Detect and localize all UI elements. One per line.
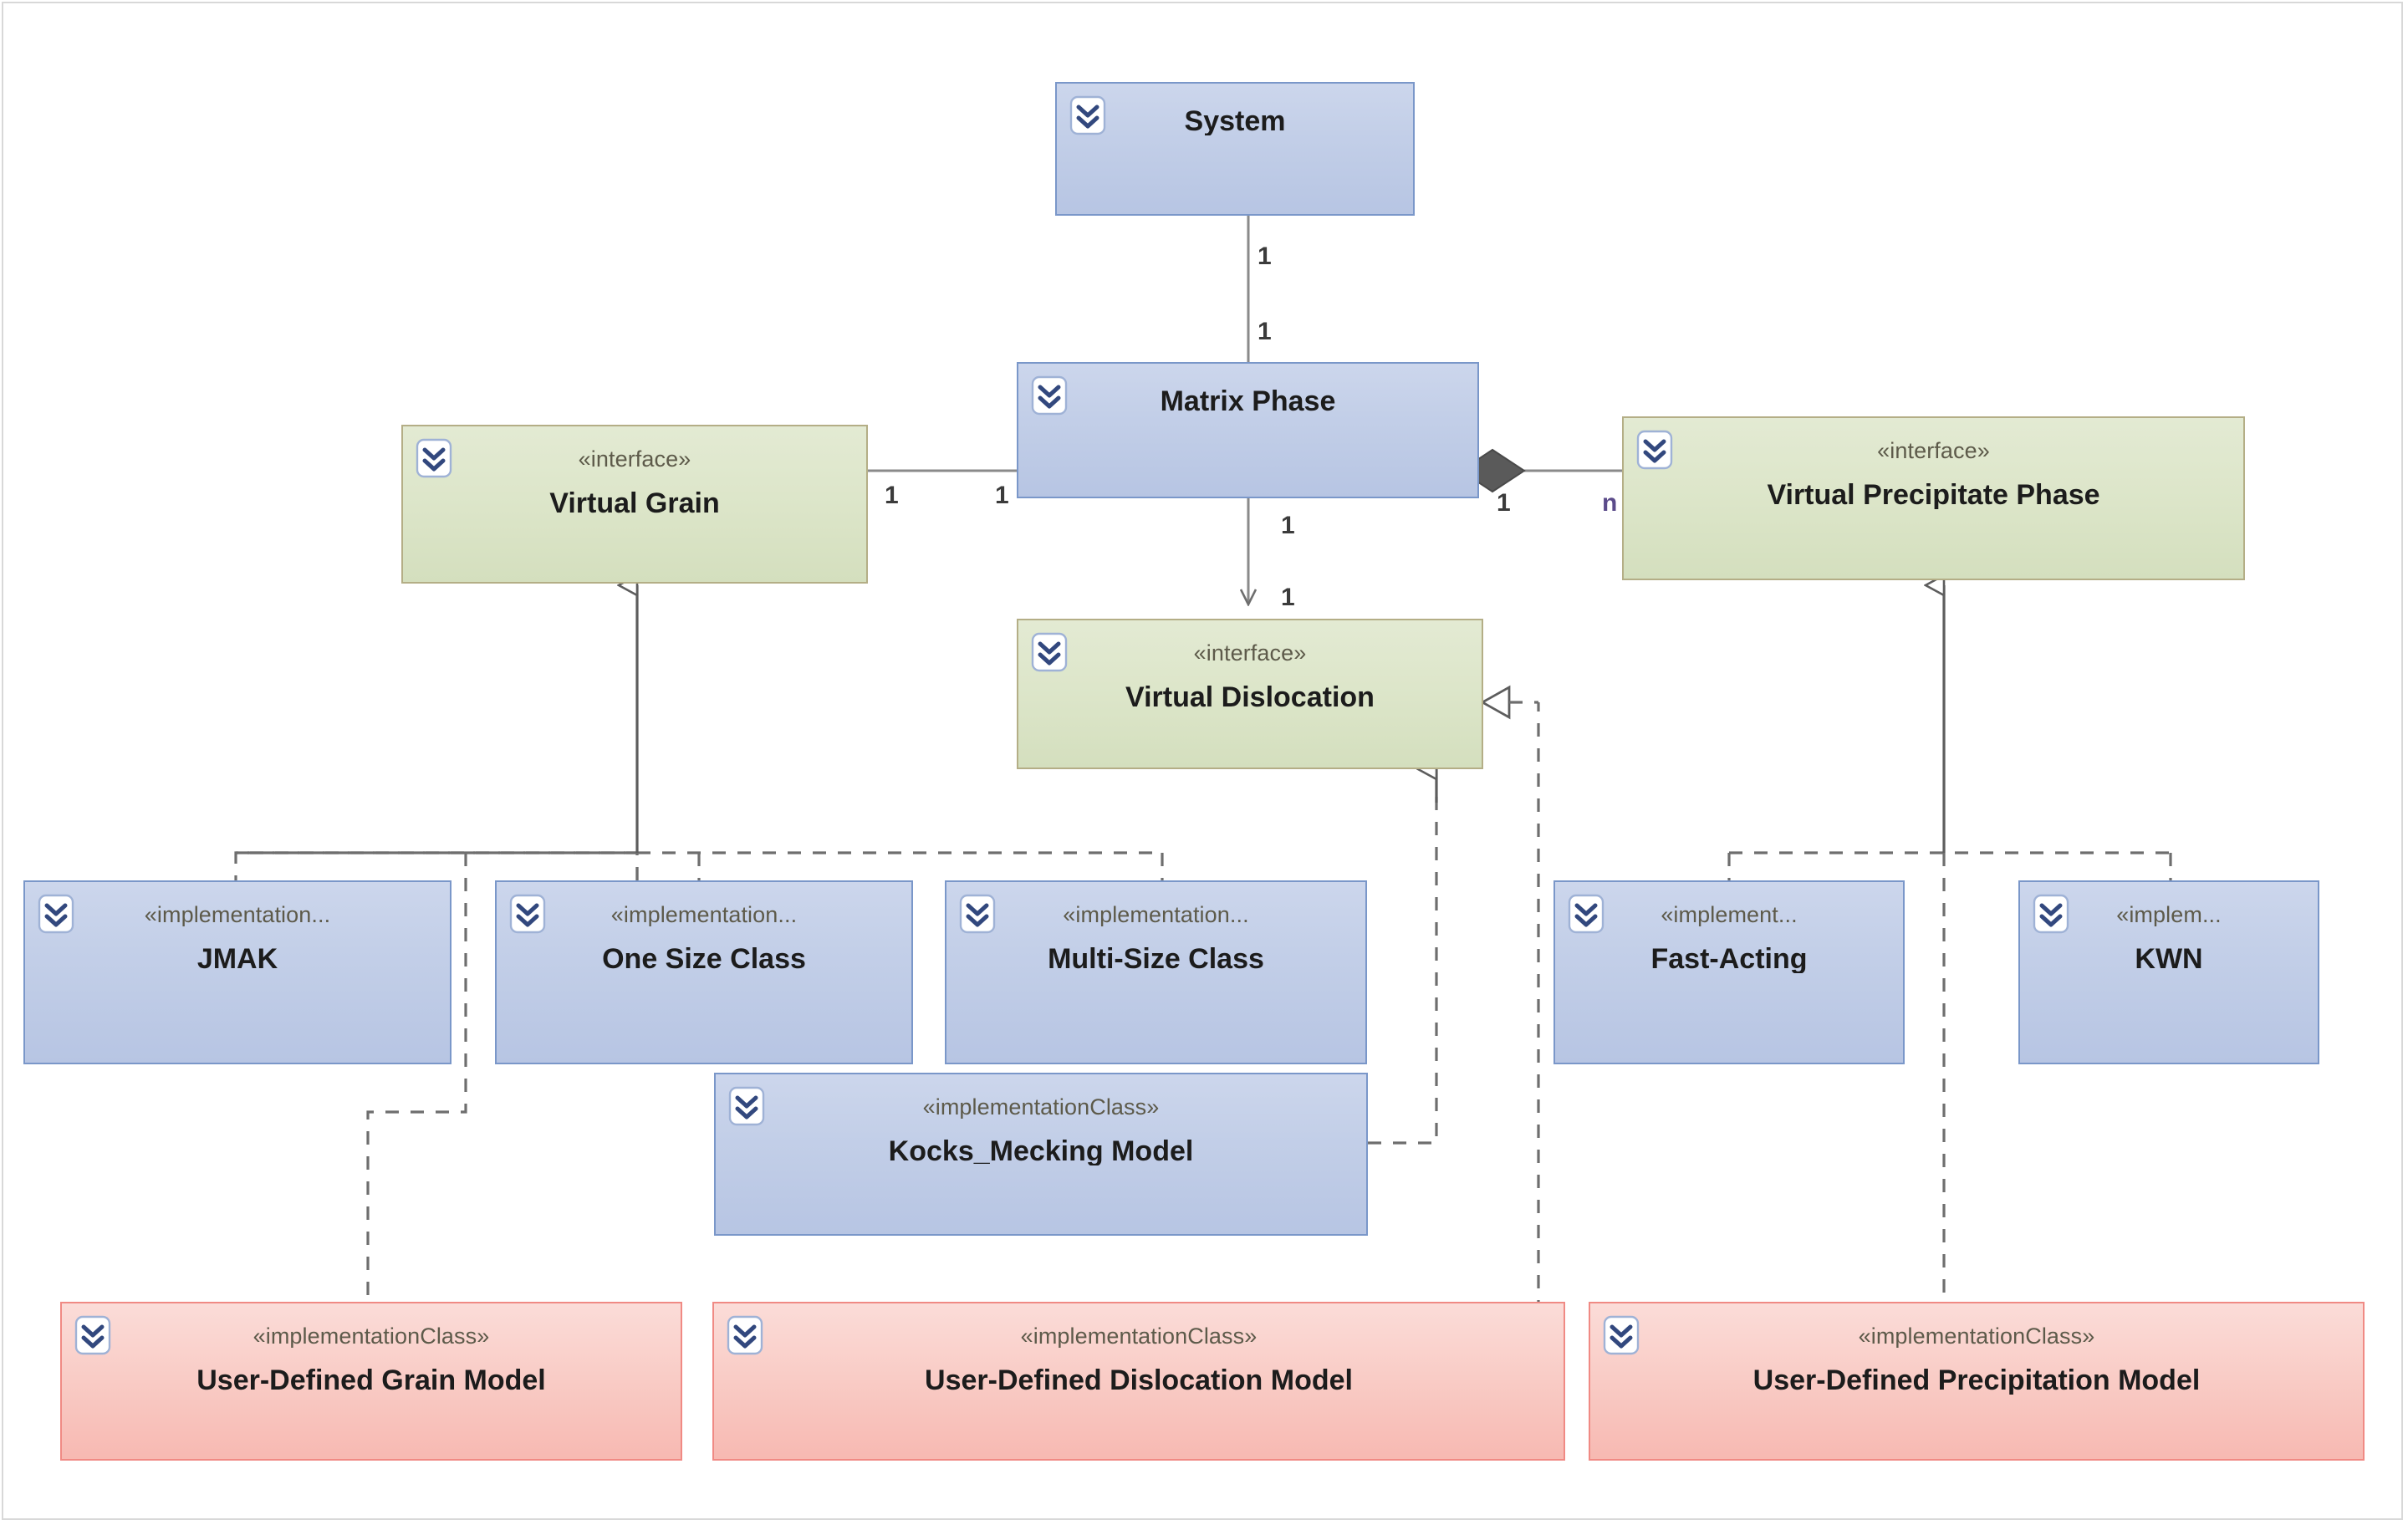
double-chevron-down-icon [1069, 94, 1107, 136]
double-chevron-down-icon [508, 893, 547, 935]
class-name-virtual-grain: Virtual Grain [549, 487, 720, 518]
class-name-virtual-dislocation: Virtual Dislocation [1125, 681, 1375, 711]
class-node-virtual-grain[interactable]: «interface» Virtual Grain [401, 425, 868, 584]
class-node-kocks-mecking-model[interactable]: «implementationClass» Kocks_Mecking Mode… [714, 1073, 1368, 1236]
class-name-system: System [1184, 107, 1286, 135]
class-name-kocks-mecking-model: Kocks_Mecking Model [888, 1135, 1194, 1165]
stereotype-jmak: «implementation... [144, 902, 331, 926]
double-chevron-down-icon [74, 1314, 112, 1356]
double-chevron-down-icon [37, 893, 75, 935]
realize-kocksmecking-virtualdislocation [1368, 794, 1438, 1145]
class-name-virtual-precipitate-phase: Virtual Precipitate Phase [1767, 479, 2100, 509]
double-chevron-down-icon [2032, 893, 2070, 935]
class-node-multi-size-class[interactable]: «implementation... Multi-Size Class [945, 880, 1367, 1064]
stereotype-user-defined-dislocation-model: «implementationClass» [1020, 1324, 1258, 1348]
realize-jmak-virtualgrain [234, 851, 639, 880]
stereotype-virtual-dislocation: «interface» [1193, 640, 1307, 665]
stereotype-one-size-class: «implementation... [610, 902, 798, 926]
class-node-user-defined-dislocation-model[interactable]: «implementationClass» User-Defined Dislo… [712, 1302, 1565, 1461]
multiplicity-precipitate-side: n [1602, 489, 1618, 517]
double-chevron-down-icon [958, 893, 997, 935]
class-name-kwn: KWN [2135, 943, 2203, 973]
stereotype-user-defined-grain-model: «implementationClass» [253, 1324, 490, 1348]
multiplicity-virtualdislocation-top: 1 [1281, 584, 1295, 611]
class-name-multi-size-class: Multi-Size Class [1048, 943, 1264, 973]
class-node-kwn[interactable]: «implem... KWN [2018, 880, 2319, 1064]
double-chevron-down-icon [1567, 893, 1605, 935]
class-name-fast-acting: Fast-Acting [1650, 943, 1808, 973]
class-node-jmak[interactable]: «implementation... JMAK [23, 880, 452, 1064]
class-node-user-defined-precipitation-model[interactable]: «implementationClass» User-Defined Preci… [1589, 1302, 2365, 1461]
double-chevron-down-icon [1635, 429, 1674, 471]
multiplicity-matrixphase-left: 1 [995, 482, 1009, 509]
double-chevron-down-icon [727, 1085, 766, 1127]
multiplicity-system-matrix-bottom: 1 [1258, 318, 1272, 345]
double-chevron-down-icon [1030, 375, 1069, 416]
class-node-matrix-phase[interactable]: Matrix Phase [1017, 362, 1479, 498]
class-node-fast-acting[interactable]: «implement... Fast-Acting [1553, 880, 1905, 1064]
class-node-virtual-precipitate-phase[interactable]: «interface» Virtual Precipitate Phase [1622, 416, 2245, 580]
multiplicity-virtualgrain-side: 1 [885, 482, 899, 509]
class-node-one-size-class[interactable]: «implementation... One Size Class [495, 880, 913, 1064]
class-name-jmak: JMAK [196, 943, 278, 973]
realize-udgrain-virtualgrain [366, 853, 467, 1313]
class-name-one-size-class: One Size Class [602, 943, 806, 973]
double-chevron-down-icon [726, 1314, 764, 1356]
stereotype-virtual-precipitate-phase: «interface» [1877, 438, 1990, 462]
class-node-virtual-dislocation[interactable]: «interface» Virtual Dislocation [1017, 619, 1483, 769]
stereotype-kocks-mecking-model: «implementationClass» [922, 1094, 1160, 1119]
multiplicity-matrixphase-bottom: 1 [1281, 512, 1295, 539]
stereotype-kwn: «implem... [2116, 902, 2222, 926]
multiplicity-matrixphase-right: 1 [1497, 489, 1511, 517]
stereotype-fast-acting: «implement... [1661, 902, 1798, 926]
class-name-matrix-phase: Matrix Phase [1160, 387, 1336, 416]
class-name-user-defined-dislocation-model: User-Defined Dislocation Model [925, 1364, 1353, 1395]
class-node-system[interactable]: System [1055, 82, 1415, 216]
class-name-user-defined-precipitation-model: User-Defined Precipitation Model [1752, 1364, 2201, 1395]
double-chevron-down-icon [415, 437, 453, 479]
class-node-user-defined-grain-model[interactable]: «implementationClass» User-Defined Grain… [60, 1302, 682, 1461]
double-chevron-down-icon [1602, 1314, 1640, 1356]
generalization-arrow-virtualdislocation-right [1480, 685, 1511, 720]
stereotype-multi-size-class: «implementation... [1063, 902, 1249, 926]
class-name-user-defined-grain-model: User-Defined Grain Model [196, 1364, 546, 1395]
stereotype-virtual-grain: «interface» [578, 446, 691, 471]
double-chevron-down-icon [1030, 631, 1069, 673]
stereotype-user-defined-precipitation-model: «implementationClass» [1858, 1324, 2095, 1348]
multiplicity-system-matrix-top: 1 [1258, 242, 1272, 270]
